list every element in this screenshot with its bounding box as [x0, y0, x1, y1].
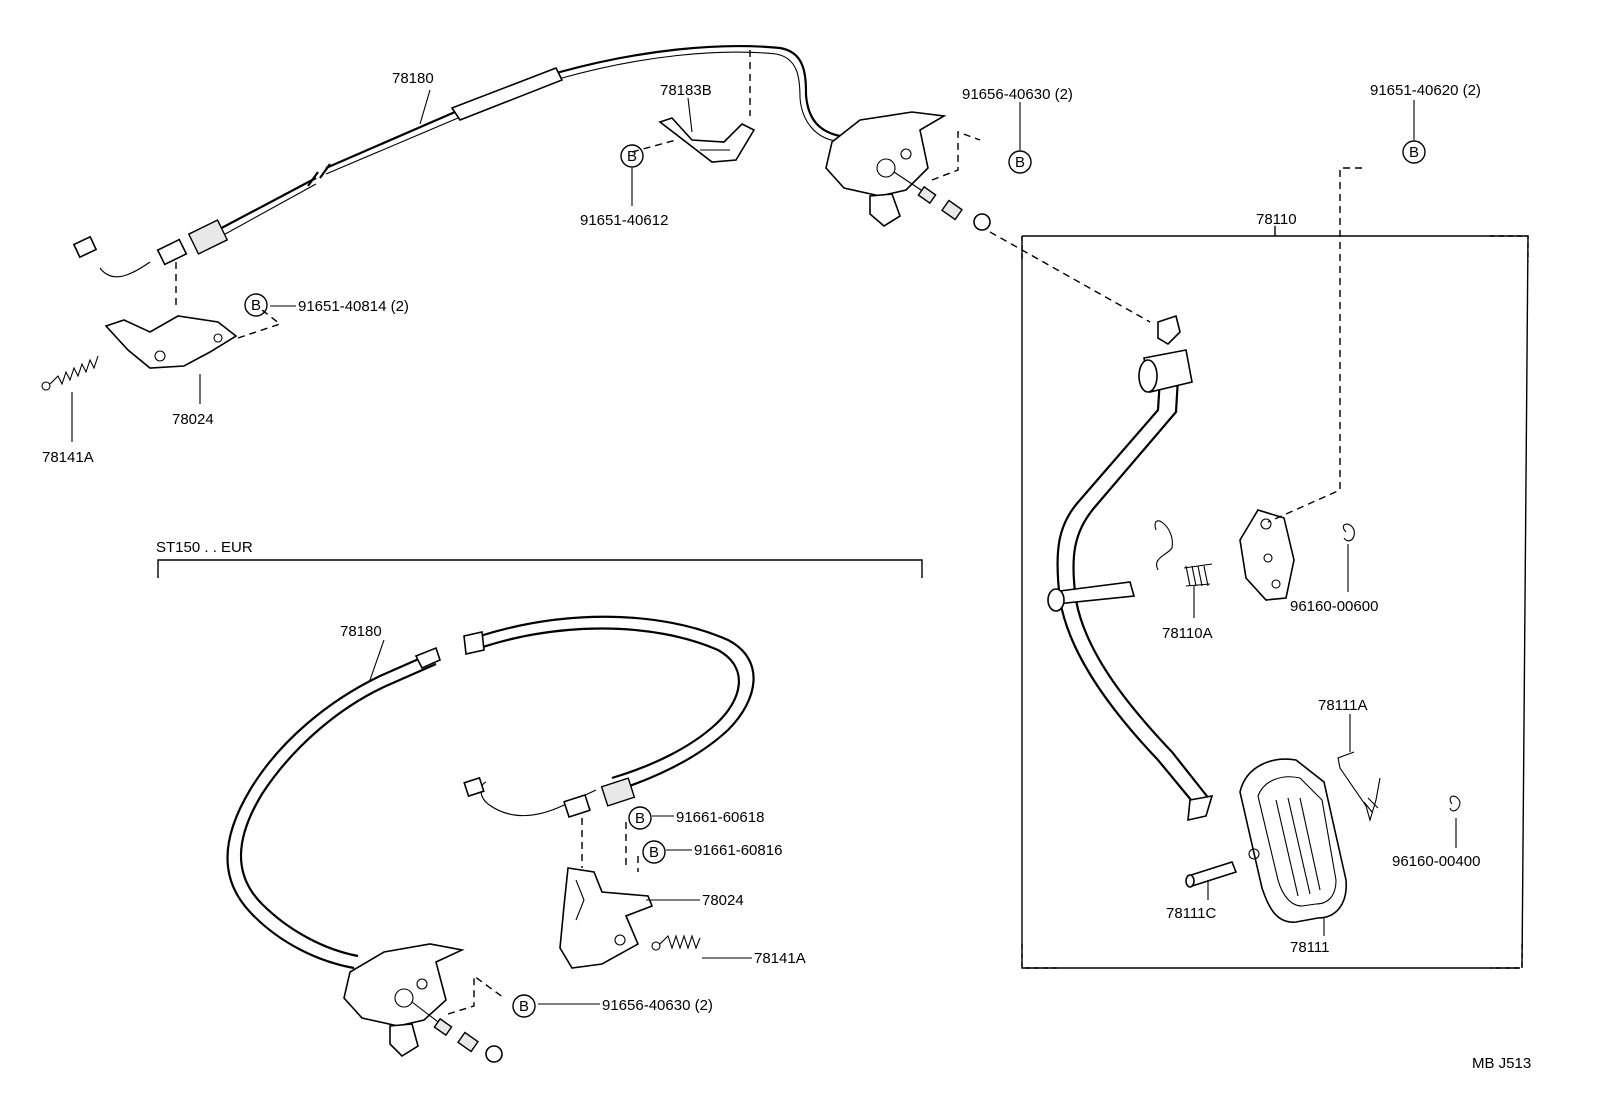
label-91656-40630-eur: 91656-40630 (2) [602, 997, 713, 1014]
pedal-assembly-frame [1021, 226, 1529, 969]
bolt-symbol-b-6: B [642, 840, 666, 864]
label-96160-00400: 96160-00400 [1392, 853, 1480, 870]
eur-throttle-link [343, 943, 505, 1063]
pin-78111c [1185, 861, 1238, 888]
clip-96160-00600 [1342, 523, 1355, 542]
label-eur-cable: 78180 [340, 623, 382, 640]
bolt-symbol-b-7: B [512, 994, 536, 1018]
pedal-arm [1047, 314, 1214, 822]
bolt-symbol-b-4: B [244, 293, 268, 317]
svg-text:B: B [649, 844, 659, 861]
label-91661-60618: 91661-60618 [676, 809, 764, 826]
label-78183b: 78183B [660, 82, 712, 99]
label-91661-60816: 91661-60816 [694, 842, 782, 859]
pedal-pad-78111 [1239, 758, 1347, 923]
bolt-symbol-b-1: B [620, 144, 644, 168]
label-top-cable: 78180 [392, 70, 434, 87]
top-throttle-link [825, 111, 1151, 323]
svg-text:B: B [627, 148, 637, 165]
svg-text:B: B [1015, 154, 1025, 171]
label-78141a-top: 78141A [42, 449, 94, 466]
bracket-78183b [631, 117, 756, 163]
label-96160-00600: 96160-00600 [1290, 598, 1378, 615]
label-91651-40620: 91651-40620 (2) [1370, 82, 1481, 99]
label-78141a-eur: 78141A [754, 950, 806, 967]
svg-text:B: B [635, 810, 645, 827]
bolt-symbol-b-5: B [628, 806, 652, 830]
label-78110: 78110 [1256, 211, 1297, 228]
svg-text:B: B [1409, 144, 1419, 161]
variant-bracket [157, 559, 923, 578]
label-91656-40630-top: 91656-40630 (2) [962, 86, 1073, 103]
spring-78111a [1337, 751, 1381, 822]
label-78111: 78111 [1290, 939, 1330, 956]
label-78110a: 78110A [1162, 625, 1213, 642]
label-91651-40814: 91651-40814 (2) [298, 298, 409, 315]
label-78024-eur: 78024 [702, 892, 744, 909]
svg-text:B: B [251, 297, 261, 314]
variant-header: ST150 . . EUR [156, 539, 253, 556]
diagram-code: MB J513 [1472, 1055, 1531, 1072]
leader-lines [71, 89, 1457, 1005]
eur-bracket-78024 [559, 867, 701, 969]
label-78111c: 78111C [1166, 905, 1216, 922]
top-cable-assembly [72, 44, 841, 308]
clip-96160-00400 [1449, 795, 1461, 812]
bolt-symbol-b-2: B [1008, 150, 1032, 174]
pedal-bracket-plate [1239, 167, 1362, 601]
label-78024-top: 78024 [172, 411, 214, 428]
bolt-symbol-b-3: B [1402, 140, 1426, 164]
label-78111a: 78111A [1318, 697, 1368, 714]
eur-cable-assembly [226, 615, 755, 970]
spring-78110a [1154, 520, 1213, 587]
label-91651-40612: 91651-40612 [580, 212, 668, 229]
svg-text:B: B [519, 998, 529, 1015]
top-bracket-78024 [41, 309, 282, 391]
